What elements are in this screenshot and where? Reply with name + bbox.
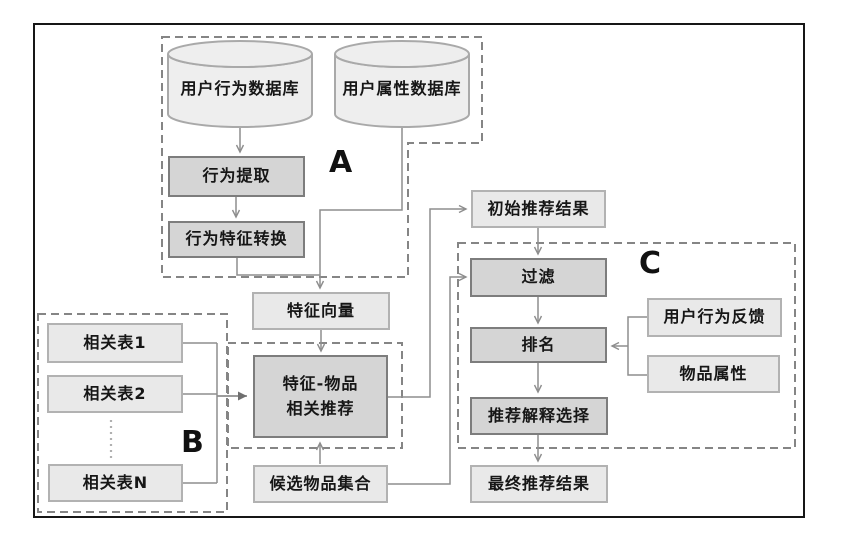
outer-frame: [33, 23, 805, 518]
connector-db2-to-feature-vector: [315, 128, 403, 290]
item-attributes-node: 物品属性: [647, 355, 780, 393]
initial-recommendation-result-node: 初始推荐结果: [471, 190, 606, 228]
feature-item-recommendation-line1: 特征-物品: [282, 373, 359, 393]
related-table-n-node: 相关表N: [48, 464, 183, 502]
recommendation-explanation-selection-node: 推荐解释选择: [470, 397, 608, 435]
related-table-2-node: 相关表2: [47, 375, 183, 413]
user-behavior-db-cylinder: [167, 40, 313, 128]
section-a-label: A: [329, 145, 353, 180]
connector-feature-item-to-initial-result: [388, 204, 468, 398]
feature-vector-node: 特征向量: [252, 292, 390, 330]
candidate-item-set-node: 候选物品集合: [253, 465, 388, 503]
behavior-extraction-node: 行为提取: [168, 156, 305, 197]
feature-item-dashed-outline: [227, 342, 403, 449]
related-table-1-node: 相关表1: [47, 323, 183, 363]
filter-node: 过滤: [470, 258, 607, 297]
region-c-outline: [457, 242, 796, 449]
connector-candidate-to-filter: [388, 272, 468, 485]
feature-item-recommendation-node: 特征-物品 相关推荐: [253, 355, 388, 438]
section-c-label: C: [639, 246, 662, 281]
user-behavior-feedback-node: 用户行为反馈: [647, 298, 782, 337]
behavior-feature-conversion-node: 行为特征转换: [168, 221, 305, 258]
user-behavior-db-label: 用户行为数据库: [180, 79, 300, 98]
section-b-label: B: [181, 425, 204, 460]
connector-conversion-join: [236, 258, 320, 276]
connector-related-tables-merge: [183, 342, 218, 484]
ranking-node: 排名: [470, 327, 607, 363]
feature-item-recommendation-line2: 相关推荐: [286, 398, 355, 418]
region-a-outline: [161, 36, 483, 278]
connector-feedback-attributes-bracket: [627, 316, 647, 376]
final-recommendation-result-node: 最终推荐结果: [470, 465, 608, 503]
user-attribute-db-cylinder: [334, 40, 470, 128]
user-attribute-db-label: 用户属性数据库: [342, 79, 462, 98]
